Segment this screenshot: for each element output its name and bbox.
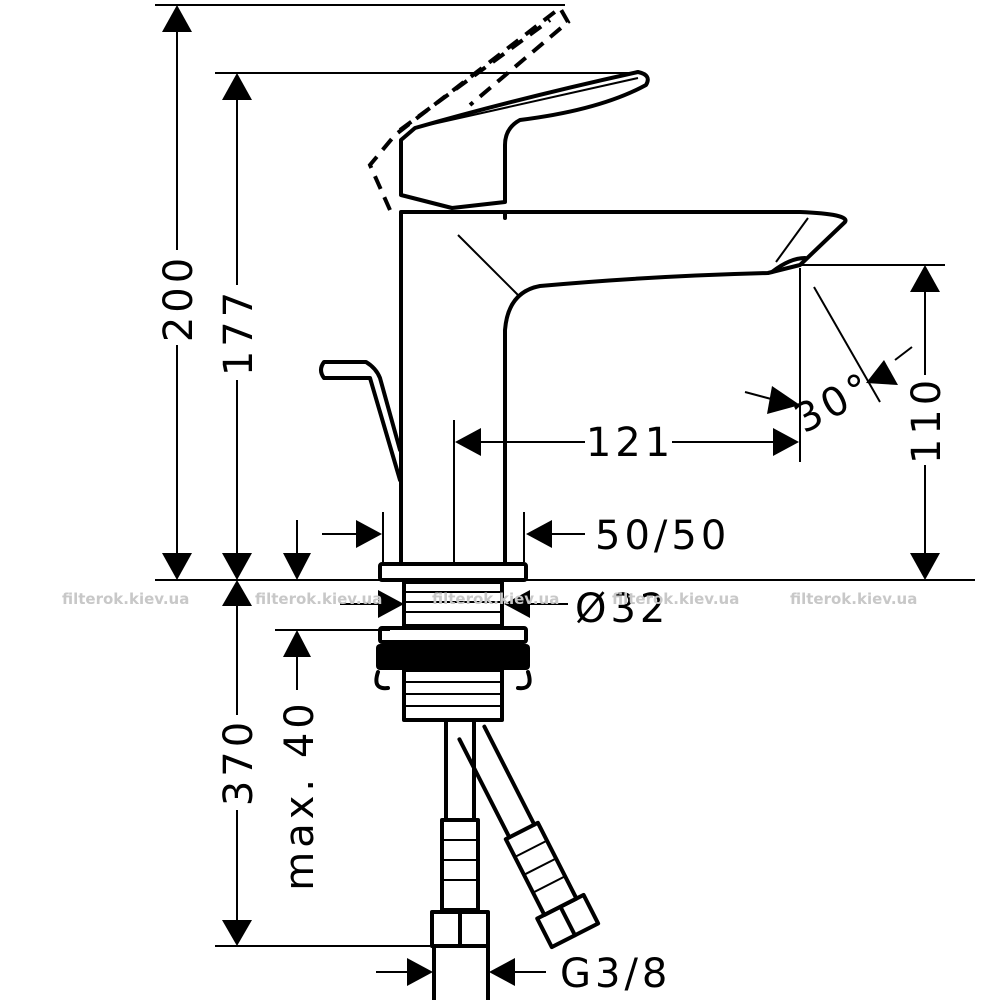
watermark-text: filterok.kiev.ua	[62, 590, 189, 608]
label-30-deg: 30°	[787, 363, 882, 443]
label-177: 177	[216, 288, 262, 376]
faucet-body	[319, 5, 848, 564]
lever-handle	[399, 70, 650, 210]
label-diameter-32: Ø32	[575, 586, 669, 632]
label-max-40: max. 40	[277, 699, 323, 890]
dimension-labels: 200 177 370 max. 40 110 121 30° 50/50 Ø3…	[156, 254, 950, 997]
label-121: 121	[586, 420, 674, 466]
supply-hoses	[430, 720, 601, 1000]
watermark-text: filterok.kiev.ua	[255, 590, 382, 608]
label-370: 370	[216, 718, 262, 806]
watermark-text: filterok.kiev.ua	[432, 590, 559, 608]
label-50-50: 50/50	[595, 513, 730, 559]
mounting-assembly	[374, 562, 532, 722]
dimension-arrows	[162, 5, 940, 986]
watermark-text: filterok.kiev.ua	[790, 590, 917, 608]
label-110: 110	[904, 376, 950, 464]
faucet-body-outline	[399, 210, 848, 564]
watermarks: filterok.kiev.ua filterok.kiev.ua filter…	[62, 590, 917, 608]
drain-rod	[319, 360, 402, 482]
label-g38: G3/8	[560, 951, 671, 997]
label-200: 200	[156, 254, 202, 342]
extension-lines	[155, 4, 975, 947]
watermark-text: filterok.kiev.ua	[612, 590, 739, 608]
